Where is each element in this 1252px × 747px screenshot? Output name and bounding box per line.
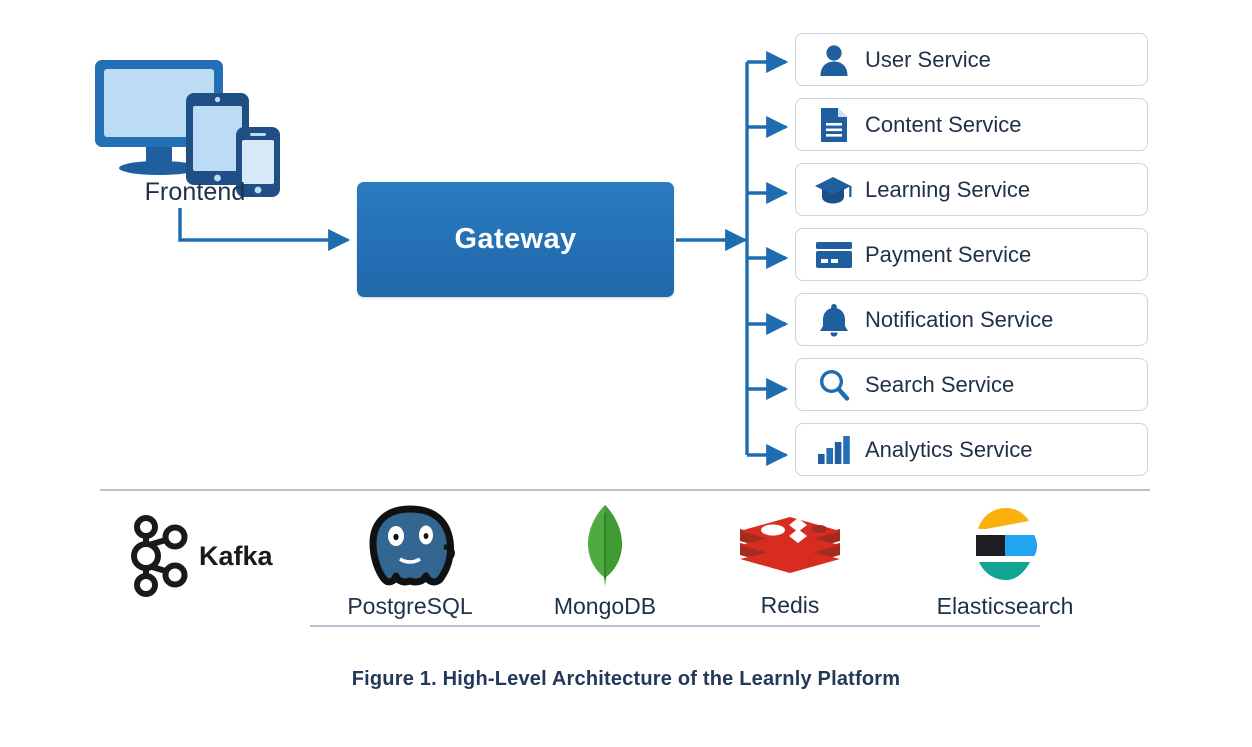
- kafka-logo: [131, 515, 188, 597]
- tech-label: Redis: [760, 592, 820, 618]
- credit-card-icon: [812, 235, 856, 275]
- bell-icon: [812, 300, 856, 340]
- mongodb-logo: [588, 505, 622, 586]
- service-box-analytics[interactable]: Analytics Service: [795, 423, 1148, 476]
- tech-redis: Redis: [695, 505, 885, 619]
- graduation-cap-icon: [812, 170, 856, 210]
- service-label: Payment Service: [865, 241, 1032, 267]
- service-label: Notification Service: [865, 306, 1054, 332]
- user-icon: [812, 40, 856, 80]
- magnifier-icon: [812, 365, 856, 405]
- service-label: User Service: [865, 46, 991, 72]
- gateway-box[interactable]: Gateway: [357, 182, 674, 297]
- service-label: Content Service: [865, 111, 1022, 137]
- service-box-notification[interactable]: Notification Service: [795, 293, 1148, 346]
- frontend-label: Frontend: [144, 178, 246, 206]
- devices-icon: [95, 60, 280, 197]
- tech-label: PostgreSQL: [347, 593, 473, 619]
- bar-chart-icon: [812, 430, 856, 470]
- service-box-user[interactable]: User Service: [795, 33, 1148, 86]
- postgresql-logo: [369, 505, 455, 586]
- services-list: User Service Content Service: [795, 33, 1148, 488]
- service-label: Analytics Service: [865, 436, 1033, 462]
- tech-postgresql: PostgreSQL: [315, 503, 505, 620]
- figure-caption: Figure 1. High-Level Architecture of the…: [351, 668, 901, 690]
- tech-label: MongoDB: [553, 593, 657, 619]
- separator-bottom: [310, 625, 1040, 627]
- service-label: Search Service: [865, 371, 1015, 397]
- service-box-learning[interactable]: Learning Service: [795, 163, 1148, 216]
- tech-kafka: Kafka: [125, 515, 273, 597]
- elasticsearch-logo: [976, 508, 1037, 580]
- service-box-content[interactable]: Content Service: [795, 98, 1148, 151]
- service-label: Learning Service: [865, 176, 1031, 202]
- document-icon: [812, 105, 856, 145]
- gateway-label: Gateway: [454, 223, 577, 255]
- tech-label: Kafka: [199, 540, 273, 571]
- service-box-search[interactable]: Search Service: [795, 358, 1148, 411]
- service-box-payment[interactable]: Payment Service: [795, 228, 1148, 281]
- technology-row: Kafka PostgreSQL: [100, 497, 1150, 622]
- frontend-devices-group: [90, 45, 300, 215]
- redis-logo: [740, 517, 840, 573]
- separator-top: [100, 489, 1150, 491]
- tech-elasticsearch: Elasticsearch: [885, 503, 1125, 620]
- tech-label: Elasticsearch: [936, 593, 1074, 619]
- tech-mongodb: MongoDB: [510, 503, 700, 620]
